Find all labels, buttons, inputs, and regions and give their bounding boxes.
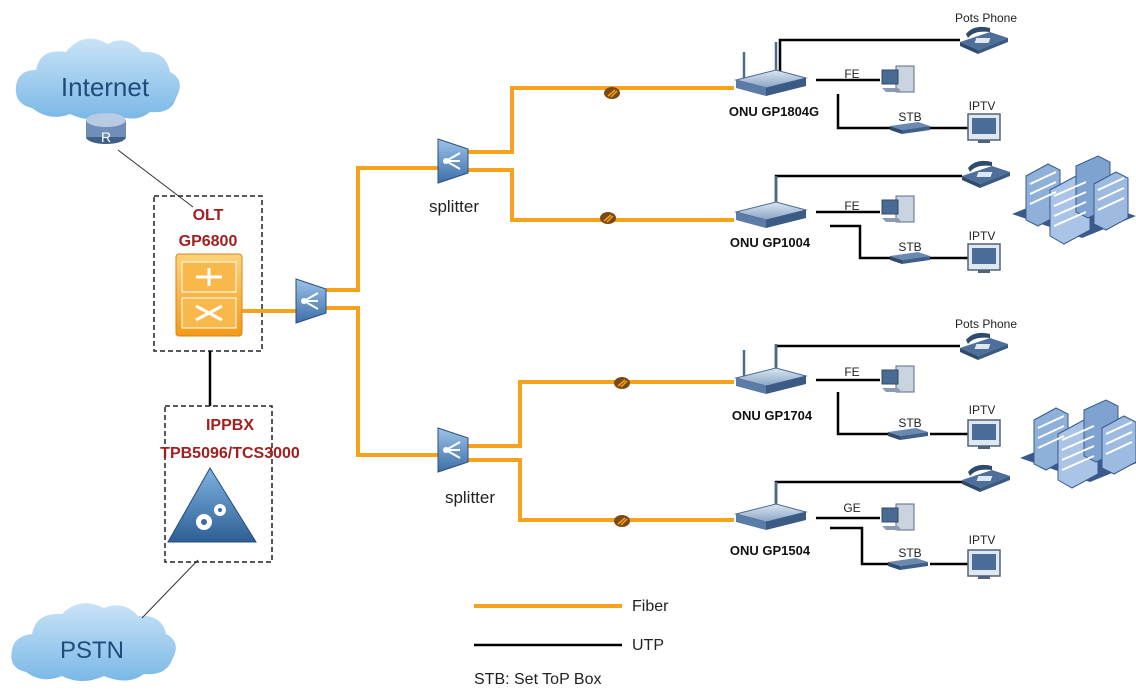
- stb-icon: [890, 122, 930, 134]
- onu-4-name: ONU GP1504: [730, 543, 811, 558]
- internet-cloud: Internet: [15, 38, 180, 119]
- onu-2-pc-link-label: FE: [844, 199, 859, 213]
- onu-1-phone-label: Pots Phone: [955, 11, 1017, 25]
- tv-icon: [967, 113, 1001, 144]
- olt-box: [153, 195, 263, 352]
- svg-text:R: R: [101, 129, 111, 145]
- ippbx-model: TPB5096/TCS3000: [160, 445, 300, 462]
- onu-4-pc-link-label: GE: [843, 501, 860, 515]
- onu-3-name: ONU GP1704: [732, 408, 813, 423]
- ippbx-icon: [167, 467, 257, 543]
- onu-2-tv-label: IPTV: [969, 229, 996, 243]
- onu-3-pc-link-label: FE: [844, 365, 859, 379]
- olt-label: OLT: [193, 207, 224, 224]
- fiber-links: [242, 86, 734, 522]
- splitter-bottom-icon: [437, 427, 469, 473]
- onu-2-name: ONU GP1004: [730, 235, 811, 250]
- internet-link: [117, 149, 194, 208]
- onu-1-tv-label: IPTV: [969, 99, 996, 113]
- building-icon: [1019, 399, 1136, 489]
- onu-4-stb-label: STB: [898, 546, 921, 560]
- tv-icon: [967, 549, 1001, 580]
- onu-3-tv-label: IPTV: [969, 403, 996, 417]
- olt-icon: [175, 253, 243, 337]
- legend-fiber-label: Fiber: [632, 598, 669, 615]
- fiber-connector-icon: [613, 376, 631, 390]
- fiber-connector-icon: [599, 211, 617, 225]
- phone-icon: [960, 332, 1008, 360]
- pc-icon: [881, 365, 915, 393]
- pstn-cloud: PSTN: [11, 603, 176, 681]
- onu-1-pc-link-label: FE: [844, 67, 859, 81]
- onu-4-tv-label: IPTV: [969, 533, 996, 547]
- splitter-top-icon: [437, 138, 469, 184]
- phone-icon: [960, 26, 1008, 54]
- stb-icon: [888, 428, 928, 440]
- splitter-bottom-label: splitter: [445, 488, 495, 507]
- router-icon: R: [86, 113, 126, 145]
- stb-icon: [888, 558, 928, 570]
- fiber-connector-icon: [613, 514, 631, 528]
- pstn-link: [141, 559, 199, 619]
- splitter-top-label: splitter: [429, 197, 479, 216]
- legend-note: STB: Set ToP Box: [474, 671, 601, 688]
- onu-2-stb-label: STB: [898, 240, 921, 254]
- building-icon: [1011, 155, 1136, 245]
- onu-3-stb-label: STB: [898, 416, 921, 430]
- pc-icon: [881, 503, 915, 531]
- onu-1-name: ONU GP1804G: [729, 104, 819, 119]
- olt-model: GP6800: [179, 233, 238, 250]
- ippbx-box: [164, 405, 273, 563]
- phone-icon: [962, 464, 1010, 492]
- tv-icon: [967, 243, 1001, 274]
- onu-1-stb-label: STB: [898, 110, 921, 124]
- stb-icon: [890, 252, 930, 264]
- internet-label: Internet: [61, 72, 150, 102]
- splitter-main-icon: [295, 278, 327, 324]
- pc-icon: [881, 65, 915, 93]
- onu-2-icon: [735, 176, 807, 229]
- onu-3-phone-label: Pots Phone: [955, 317, 1017, 331]
- onu-1-icon: [735, 42, 807, 97]
- pc-icon: [881, 195, 915, 223]
- legend-utp-label: UTP: [632, 637, 664, 654]
- tv-icon: [967, 419, 1001, 450]
- ippbx-label: IPPBX: [206, 417, 254, 434]
- onu-4-icon: [735, 482, 807, 531]
- fiber-connector-icon: [603, 86, 621, 100]
- onu-3-icon: [735, 344, 807, 395]
- pstn-label: PSTN: [60, 637, 124, 664]
- phone-icon: [962, 160, 1010, 188]
